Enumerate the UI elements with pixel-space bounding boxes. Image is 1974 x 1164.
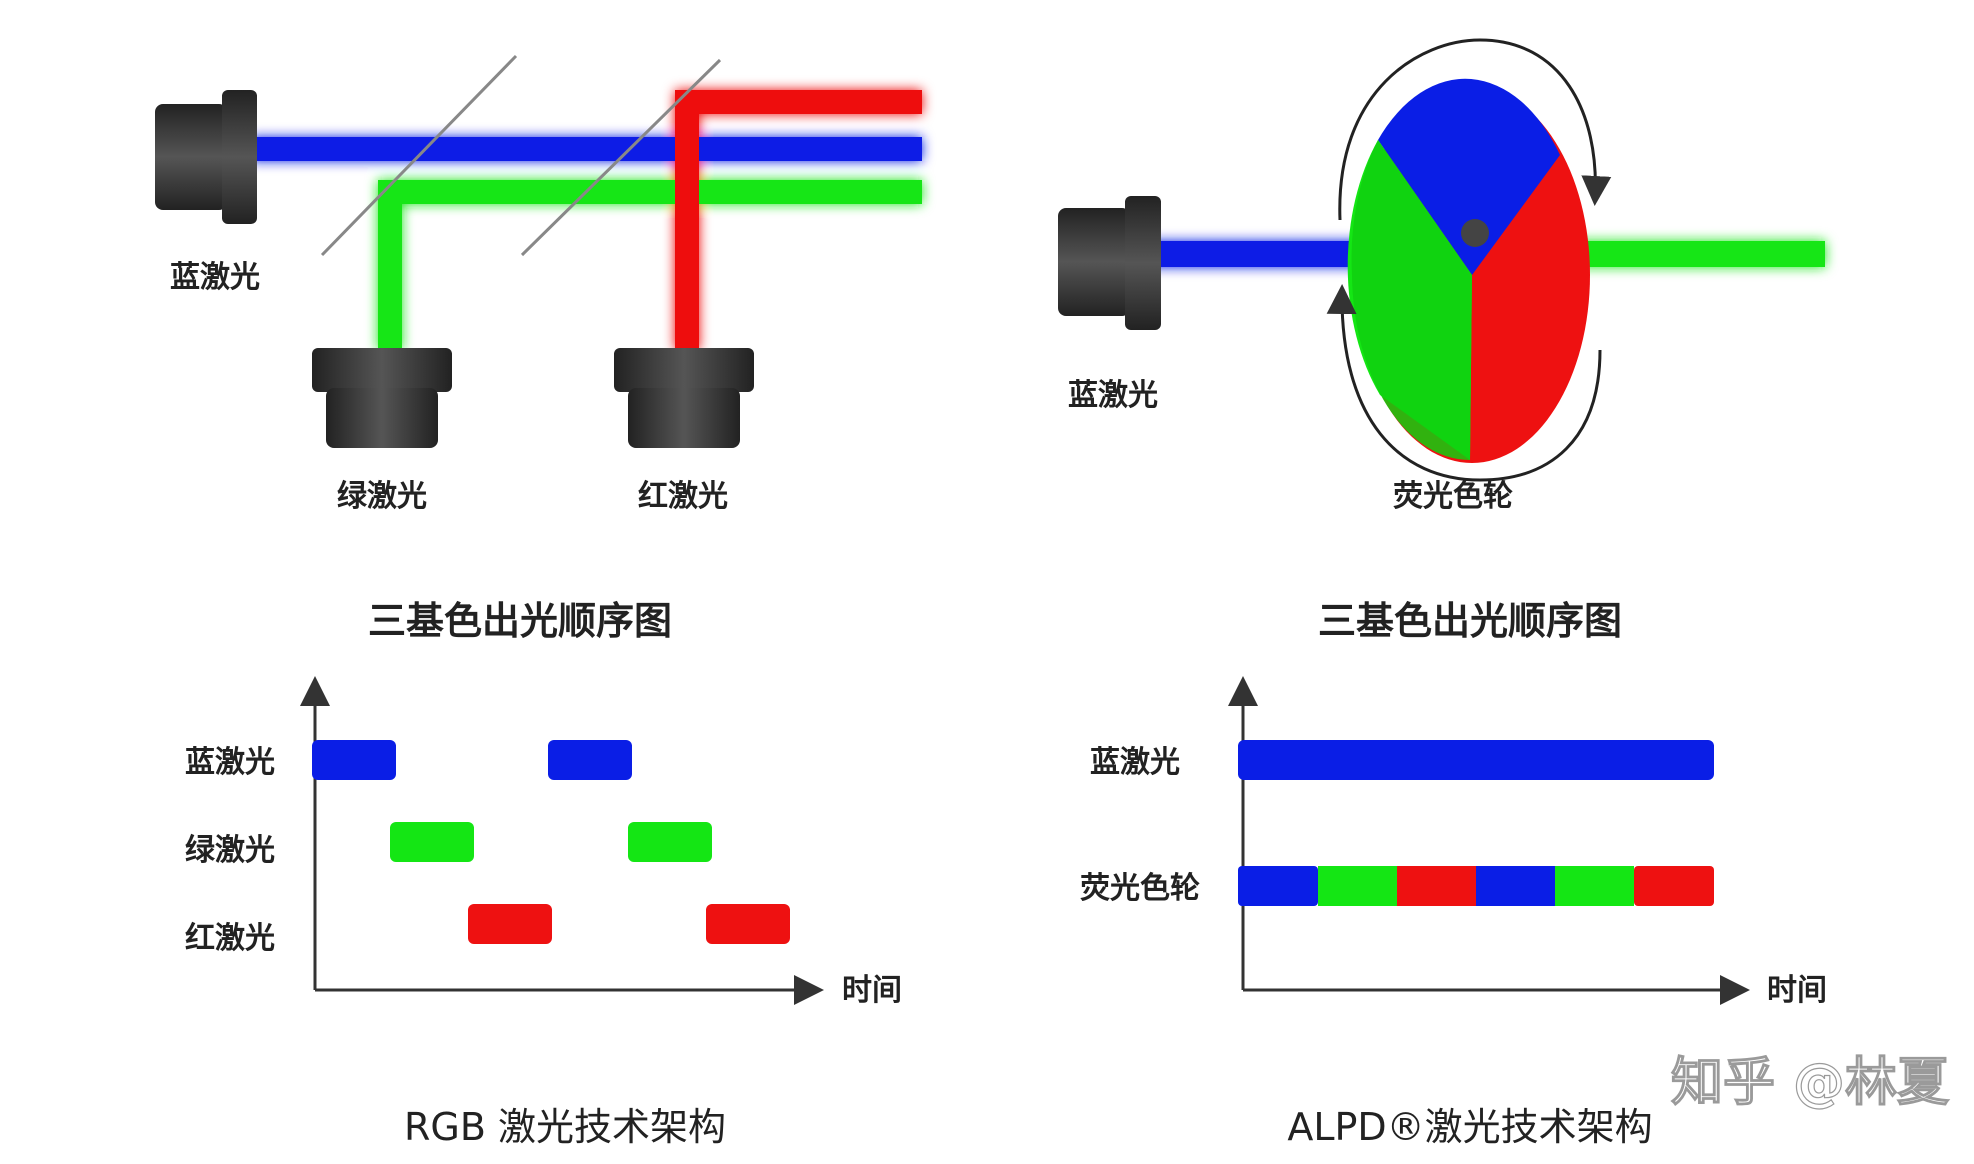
label-blue-laser-right: 蓝激光 <box>1068 378 1158 413</box>
rotation-arrow-top <box>1338 38 1612 221</box>
right-blue-continuous <box>1238 740 1714 780</box>
right-wheel-segment-red-2 <box>1634 866 1714 906</box>
right-caption: ALPD®激光技术架构 <box>1287 1105 1652 1149</box>
right-chart-title: 三基色出光顺序图 <box>1318 599 1622 643</box>
right-wheel-segment-blue-2 <box>1476 866 1555 906</box>
alpd-architecture-diagram: 蓝激光 荧光色轮 三基色出光顺序图 蓝激光 荧光色轮 时间 ALPD®激光技术架… <box>1058 38 1827 1149</box>
rgb-architecture-diagram: 蓝激光 绿激光 红激光 三基色出光顺序图 蓝激光 绿激光 红激光 时间 RGB … <box>155 54 922 1149</box>
watermark: 知乎 @林夏 <box>1671 1053 1950 1113</box>
label-red-laser-left: 红激光 <box>638 479 728 514</box>
left-pulse-red-1 <box>468 904 552 944</box>
rotation-arrow-bottom <box>1326 284 1602 482</box>
phosphor-color-wheel <box>1347 78 1590 463</box>
right-row-label-blue: 蓝激光 <box>1090 745 1180 780</box>
red-beam-vertical <box>675 90 699 350</box>
red-laser-device <box>614 348 754 448</box>
left-chart-title: 三基色出光顺序图 <box>368 599 672 643</box>
left-pulse-green-2 <box>628 822 712 862</box>
right-wheel-segment-blue-1 <box>1238 866 1318 906</box>
dichroic-mirror-2 <box>520 58 722 257</box>
right-row-label-wheel: 荧光色轮 <box>1080 871 1200 906</box>
blue-beam <box>250 137 922 161</box>
left-row-label-red: 红激光 <box>185 921 275 956</box>
left-row-label-green: 绿激光 <box>185 833 275 868</box>
label-green-laser-left: 绿激光 <box>337 479 427 514</box>
right-x-axis-label: 时间 <box>1767 973 1827 1008</box>
left-pulse-red-2 <box>706 904 790 944</box>
red-beam-horizontal <box>675 90 922 114</box>
alpd-blue-laser-device <box>1058 196 1161 330</box>
green-laser-device <box>312 348 452 448</box>
right-wheel-segment-green-1 <box>1318 866 1397 906</box>
green-beam-vertical <box>378 180 402 350</box>
left-timing-chart: 蓝激光 绿激光 红激光 时间 <box>185 676 902 1008</box>
right-timing-chart: 蓝激光 荧光色轮 时间 <box>1080 676 1827 1008</box>
label-phosphor-wheel: 荧光色轮 <box>1393 479 1513 514</box>
left-row-label-blue: 蓝激光 <box>185 745 275 780</box>
green-beam-horizontal <box>378 180 922 204</box>
rgb-beams <box>250 90 922 350</box>
left-pulse-blue-1 <box>312 740 396 780</box>
left-caption: RGB 激光技术架构 <box>404 1105 726 1149</box>
right-wheel-segment-red-1 <box>1397 866 1476 906</box>
right-wheel-segment-green-2 <box>1555 866 1634 906</box>
left-x-axis-label: 时间 <box>842 973 902 1008</box>
blue-laser-device <box>155 90 257 224</box>
left-pulse-blue-2 <box>548 740 632 780</box>
dichroic-mirror-1 <box>320 54 518 257</box>
alpd-blue-beam <box>1140 241 1370 267</box>
label-blue-laser-left: 蓝激光 <box>170 260 260 295</box>
left-pulse-green-1 <box>390 822 474 862</box>
